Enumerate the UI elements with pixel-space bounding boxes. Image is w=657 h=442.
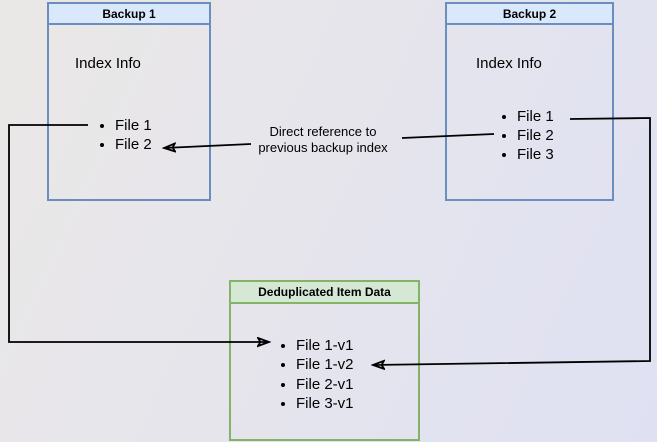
backup2-box: Backup 2 Index Info File 1 File 2 File 3 bbox=[445, 2, 614, 201]
list-item: File 3 bbox=[517, 145, 554, 164]
backup1-index-info-label: Index Info bbox=[75, 55, 141, 72]
backup2-file-list: File 1 File 2 File 3 bbox=[500, 107, 554, 164]
backup2-index-info-label: Index Info bbox=[476, 55, 542, 72]
annotation-line1: Direct reference to bbox=[269, 124, 377, 139]
list-item: File 1-v1 bbox=[296, 336, 354, 355]
list-item: File 2 bbox=[517, 126, 554, 145]
list-item: File 2-v1 bbox=[296, 375, 354, 394]
dedup-header: Deduplicated Item Data bbox=[231, 282, 418, 304]
list-item: File 1-v2 bbox=[296, 355, 354, 374]
dedup-file-list: File 1-v1 File 1-v2 File 2-v1 File 3-v1 bbox=[279, 336, 354, 414]
deduplicated-item-data-box: Deduplicated Item Data File 1-v1 File 1-… bbox=[229, 280, 420, 441]
direct-reference-annotation: Direct reference to previous backup inde… bbox=[233, 124, 413, 156]
backup1-header: Backup 1 bbox=[49, 4, 209, 25]
list-item: File 3-v1 bbox=[296, 394, 354, 413]
list-item: File 1 bbox=[115, 116, 152, 135]
annotation-line2: previous backup index bbox=[258, 140, 388, 155]
list-item: File 2 bbox=[115, 135, 152, 154]
backup2-header: Backup 2 bbox=[447, 4, 612, 25]
backup1-file-list: File 1 File 2 bbox=[98, 116, 152, 154]
backup1-box: Backup 1 Index Info File 1 File 2 bbox=[47, 2, 211, 201]
list-item: File 1 bbox=[517, 107, 554, 126]
